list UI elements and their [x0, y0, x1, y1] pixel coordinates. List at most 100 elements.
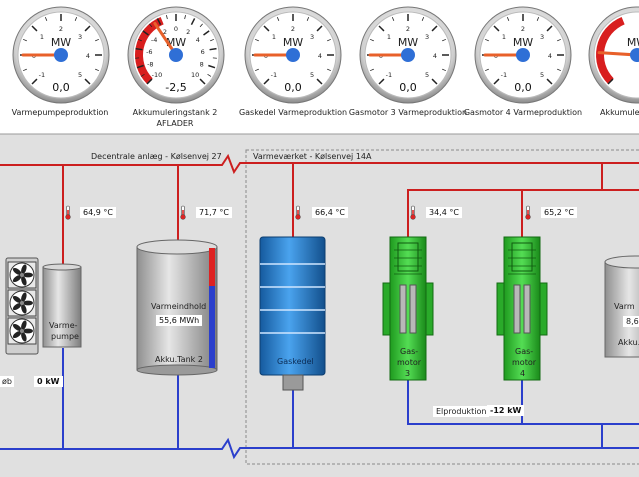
gauge-title-akkutank: Akkumuleringstank 2	[132, 108, 218, 117]
gauge-tick-label: 5	[310, 71, 314, 79]
heatpump-label-line2: pumpe	[51, 332, 79, 341]
heatpump-partial-label: øb	[0, 376, 14, 387]
motor4-label-line2: motor	[512, 358, 537, 367]
motor3-label-line3: 3	[405, 369, 411, 378]
gas-boiler[interactable]	[259, 236, 326, 391]
gauge-g1: -1012345MW0,0	[12, 6, 110, 104]
gauge-tick-label: 4	[433, 52, 437, 60]
accumulator-tank-partial[interactable]	[604, 255, 639, 358]
thermometer-icon	[525, 205, 531, 220]
gauge-title-gasmotor3: Gasmotor 3 Varmeproduktion	[348, 108, 468, 117]
thermometer-icon	[180, 205, 186, 220]
temp-readout-boiler: 66,4 °C	[312, 207, 348, 218]
gauge-tick-label: -4	[151, 36, 157, 44]
gauge-tick-label: 5	[425, 71, 429, 79]
gauge-g4: -1012345MW0,0	[359, 6, 457, 104]
gauge-tick-label: 8	[200, 60, 204, 68]
partial-tank-label-1: Varm	[614, 302, 635, 311]
gauge-tick-label: -1	[39, 71, 45, 79]
gauge-tick-label: 3	[78, 33, 82, 41]
thermometer-icon	[295, 205, 301, 220]
gauge-value: 0,0	[52, 81, 70, 94]
gauge-tick-label: -8	[147, 60, 153, 68]
gauge-tick-label: 1	[272, 33, 276, 41]
gauge-tick-label: -6	[146, 48, 152, 56]
tank-heat-content-value: 55,6 MWh	[156, 315, 203, 326]
gauge-danger-zone	[596, 16, 625, 84]
gauge-tick-label: 4	[196, 36, 200, 44]
gauge-hub	[401, 48, 415, 62]
gauge-tick-label: 6	[201, 48, 205, 56]
el-production-value: -12 kW	[487, 405, 525, 416]
fan-icon	[7, 317, 37, 345]
gauge-tick-label: 5	[540, 71, 544, 79]
gauge-hub	[286, 48, 300, 62]
motor4-label-line1: Gas-	[515, 347, 534, 356]
tank-level-cold	[209, 286, 215, 368]
gauge-g3: -1012345MW0,0	[244, 6, 342, 104]
motor3-label-line1: Gas-	[400, 347, 419, 356]
gas-motor-3[interactable]	[382, 236, 434, 381]
varmevaerket-region	[245, 149, 639, 465]
partial-tank-label-2: 8,6	[623, 316, 639, 327]
gas-motors	[382, 236, 548, 381]
gauge-unit: MW	[398, 36, 418, 49]
gauge-tick-label: 2	[406, 25, 410, 33]
gauge-unit: MW	[51, 36, 71, 49]
gauge-tick-label: 2	[59, 25, 63, 33]
gauge-tick-label: -2	[161, 28, 167, 36]
temp-readout-motor4: 65,2 °C	[541, 207, 577, 218]
gauge-title-akkumuler: Akkumuler	[600, 108, 639, 117]
thermometer-icon	[410, 205, 416, 220]
gauge-tick-label: -10	[152, 71, 163, 79]
gauge-tick-label: 1	[502, 33, 506, 41]
gauge-tick-label: -1	[271, 71, 277, 79]
gas-motor-4[interactable]	[496, 236, 548, 381]
gauge-row: -1012345MW0,0-10-8-6-4-20246810MW-2,5-10…	[12, 6, 639, 104]
heatpump-label-line1: Varme-	[49, 321, 78, 330]
fan-icon	[7, 289, 37, 317]
gauge-tick-label: -1	[501, 71, 507, 79]
thermometer-icon	[65, 205, 71, 220]
gauge-g5: -1012345MW0,0	[474, 6, 572, 104]
section-label-decentrale: Decentrale anlæg - Kølsenvej 27	[91, 152, 222, 161]
gauge-value: 0,0	[284, 81, 302, 94]
tank-heat-content-label: Varmeindhold	[151, 302, 207, 311]
motor4-label-line3: 4	[520, 369, 526, 378]
thermometers	[65, 205, 531, 220]
gauge-tick-label: 0	[174, 25, 178, 33]
gauge-unit: MW	[283, 36, 303, 49]
section-label-varmevaerket: Varmeværket - Kølsenvej 14A	[253, 152, 372, 161]
temp-readout-motor3: 34,4 °C	[426, 207, 462, 218]
gauge-value: 0,0	[514, 81, 532, 94]
gauge-tick-label: 2	[521, 25, 525, 33]
gauge-danger-zone	[135, 16, 164, 84]
motor3-label-line2: motor	[397, 358, 422, 367]
gauge-subtitle-akkutank: AFLADER	[156, 119, 194, 128]
heat-pump-unit[interactable]	[42, 263, 82, 348]
gauge-unit: MW	[627, 36, 639, 49]
accumulator-tank-2[interactable]	[136, 239, 218, 376]
tank-name-label: Akku.Tank 2	[155, 355, 203, 364]
tank-level-hot	[209, 248, 215, 286]
gauge-tick-label: 5	[78, 71, 82, 79]
gauge-value: -2,5	[165, 81, 186, 94]
gauge-tick-label: -1	[386, 71, 392, 79]
gauge-tick-label: 4	[548, 52, 552, 60]
gauge-hub	[516, 48, 530, 62]
temp-readout-tank: 71,7 °C	[196, 207, 232, 218]
heatpump-power-value: 0 kW	[34, 376, 63, 387]
fan-icon	[7, 261, 37, 289]
partial-tank-label-3: Akku.	[618, 338, 639, 347]
gauge-tick-label: 2	[291, 25, 295, 33]
gauge-title-gaskedel: Gaskedel Varmeproduktion	[238, 108, 348, 117]
supply-pipes	[0, 153, 639, 268]
gauge-g6: MW	[588, 6, 639, 104]
gauge-tick-label: 1	[387, 33, 391, 41]
gauge-tick-label: 2	[186, 28, 190, 36]
gauge-title-gasmotor4: Gasmotor 4 Varmeproduktion	[463, 108, 583, 117]
gauge-tick-label: 1	[40, 33, 44, 41]
el-production-label: Elproduktion	[433, 406, 490, 417]
